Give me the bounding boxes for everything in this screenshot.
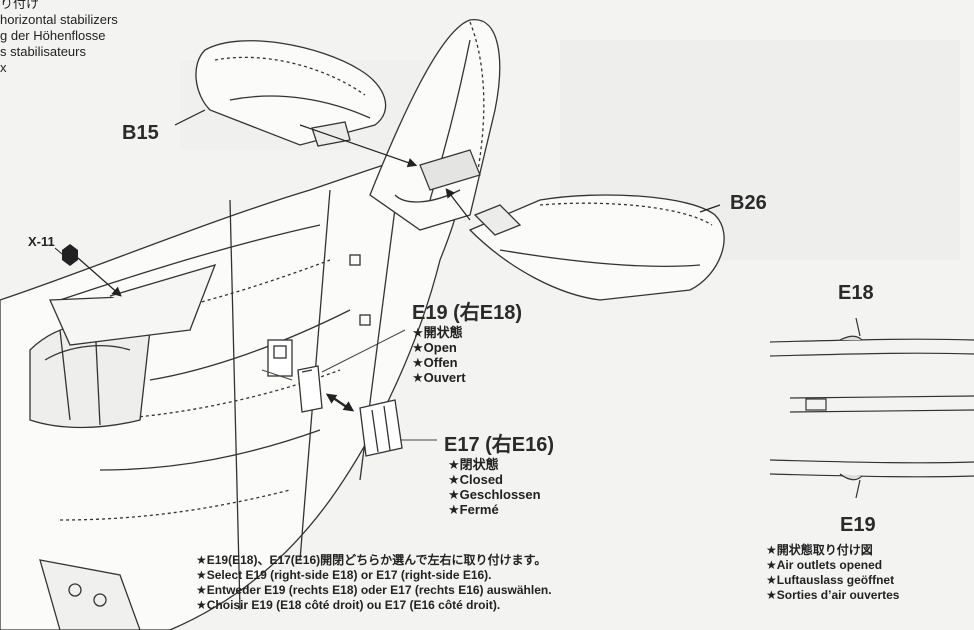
- header-line: s stabilisateurs: [0, 44, 86, 59]
- instructions: ★E19(E18)、E17(E16)開閉どちらか選んで左右に取り付けます。 ★S…: [196, 553, 552, 613]
- header-line: x: [0, 60, 7, 75]
- open-note: ★開状態: [412, 325, 463, 340]
- inset-note: ★Air outlets opened: [766, 558, 883, 572]
- open-option-title: E19 (右E18): [412, 302, 523, 324]
- stabilizer-b15: [195, 40, 387, 147]
- instruction-line: ★Choisir E19 (E18 côté droit) ou E17 (E1…: [196, 598, 501, 612]
- inset-notes: ★開状態取り付け図 ★Air outlets opened ★Luftausla…: [766, 543, 899, 603]
- swap-arrow: [325, 393, 355, 412]
- callout-lines: [261, 329, 437, 441]
- open-note: ★Offen: [412, 355, 458, 370]
- inset-label-bottom: E19: [840, 514, 876, 536]
- open-note: ★Open: [412, 340, 457, 355]
- instruction-line: ★E19(E18)、E17(E16)開閉どちらか選んで左右に取り付けます。: [196, 553, 547, 567]
- instruction-line: ★Entweder E19 (rechts E18) oder E17 (rec…: [196, 583, 552, 597]
- closed-option-title: E17 (右E16): [444, 434, 555, 456]
- header-line: り付け: [0, 0, 40, 11]
- stabilizer-b26: [468, 194, 725, 301]
- label-b26: B26: [730, 192, 767, 214]
- header-line: g der Höhenflosse: [0, 28, 106, 43]
- instruction-line: ★Select E19 (right-side E18) or E17 (rig…: [196, 568, 492, 582]
- stabilizer-slot: [419, 149, 481, 191]
- screw-x11: [54, 244, 122, 297]
- inset-note: ★Sorties d’air ouvertes: [766, 588, 900, 602]
- assembly-arrows: [174, 109, 721, 221]
- header-text: り付け horizontal stabilizers g der Höhenfl…: [0, 0, 118, 76]
- closed-option: E17 (右E16) ★閉状態 ★Closed ★Geschlossen ★Fe…: [444, 428, 554, 517]
- label-x11: X-11: [28, 234, 55, 249]
- closed-note: ★Closed: [448, 472, 503, 487]
- fuselage-drawing: [0, 149, 462, 630]
- closed-note: ★Geschlossen: [448, 487, 541, 502]
- open-note: ★Ouvert: [412, 370, 466, 385]
- closed-note: ★Fermé: [448, 502, 499, 517]
- inset-note: ★Luftauslass geöffnet: [766, 573, 895, 587]
- part-e17: [359, 399, 403, 457]
- open-option: E19 (右E18) ★開状態 ★Open ★Offen ★Ouvert: [412, 296, 522, 385]
- inset-detail: [769, 317, 974, 499]
- header-line: horizontal stabilizers: [0, 12, 118, 27]
- inset-label-top: E18: [838, 282, 874, 304]
- inset-note: ★開状態取り付け図: [766, 543, 873, 557]
- part-e19: [297, 365, 323, 413]
- closed-note: ★閉状態: [448, 457, 499, 472]
- label-b15: B15: [122, 122, 159, 144]
